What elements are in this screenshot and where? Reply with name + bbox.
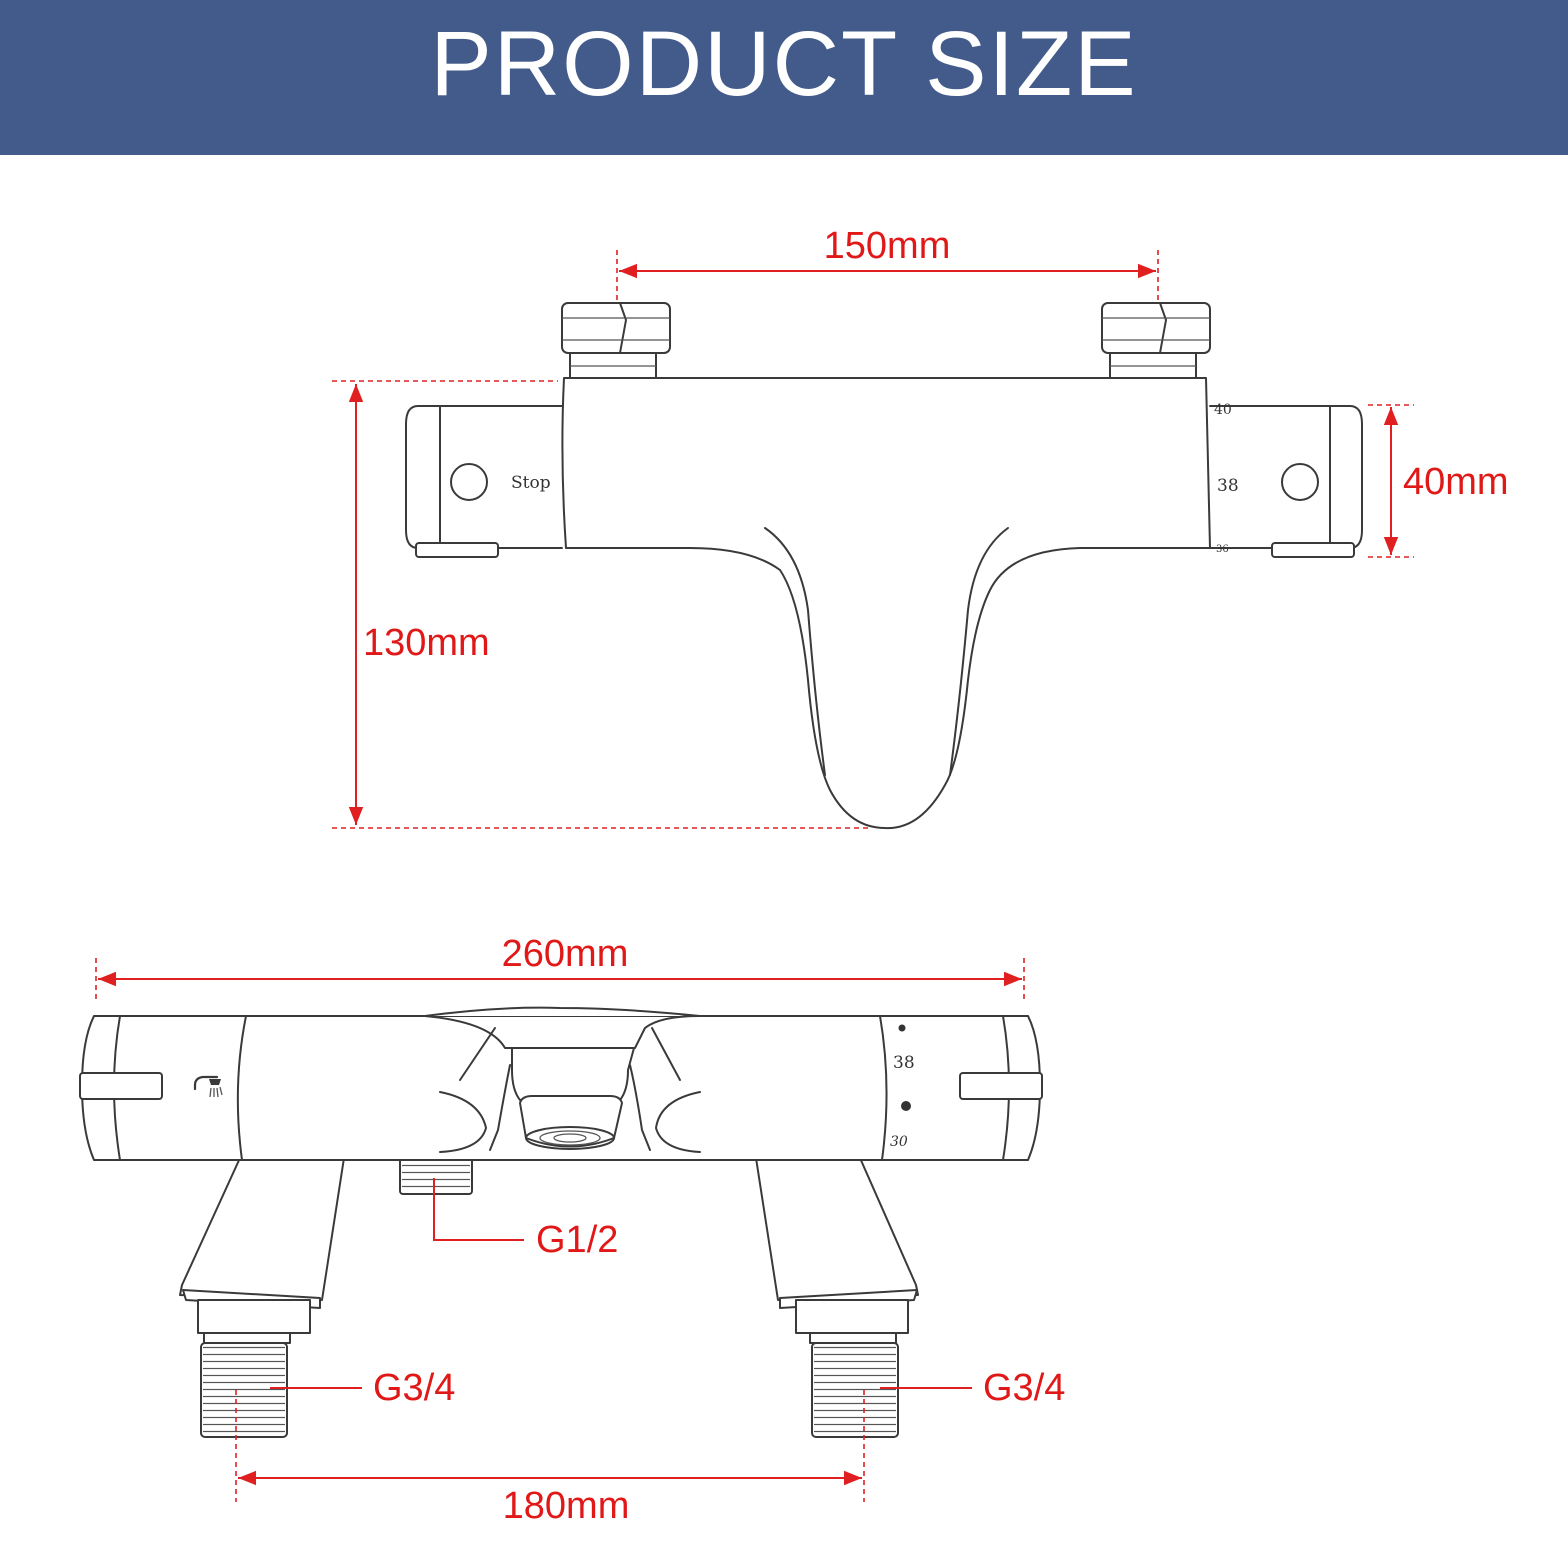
inlet-spacing-bottom-label: 180mm (503, 1485, 630, 1527)
body-diameter-label: 40mm (1403, 461, 1509, 503)
front-dimensions: 150mm 130mm 40mm (332, 225, 1509, 829)
inlet-spacing-top-label: 150mm (824, 225, 951, 267)
stop-label: Stop (511, 473, 551, 493)
front-scale-mid: 38 (1217, 476, 1239, 496)
bottom-right-lever (959, 1072, 1043, 1100)
front-left-knob (450, 463, 488, 501)
height-label: 130mm (363, 622, 490, 664)
bottom-right-leg (755, 1157, 919, 1301)
front-left-cap (405, 405, 441, 549)
front-right-cap (1329, 405, 1363, 549)
bottom-scale-top: 38 (893, 1053, 915, 1073)
bottom-view: 38 30 (79, 1006, 1043, 1438)
front-left-lever (415, 542, 499, 558)
front-right-lever (1271, 542, 1355, 558)
shower-head-icon (193, 1075, 223, 1098)
outlet-thread-label: G1/2 (536, 1219, 618, 1261)
front-left-inlet-nut (561, 302, 671, 379)
bottom-dimensions: 260mm 180mm G1/2 G3/4 G3/4 (95, 933, 1065, 1527)
inlet-thread-right-label: G3/4 (983, 1367, 1065, 1409)
front-view: Stop 40 38 36 (405, 302, 1363, 830)
front-center-housing (561, 377, 1211, 830)
header-banner: PRODUCT SIZE (0, 0, 1568, 155)
bottom-left-lever (79, 1072, 163, 1100)
bottom-left-leg (179, 1157, 345, 1301)
front-scale-bottom: 36 (1216, 544, 1229, 555)
front-scale-top: 40 (1214, 402, 1232, 418)
bottom-scale-bottom: 30 (890, 1134, 908, 1150)
front-right-knob (1281, 463, 1319, 501)
total-width-label: 260mm (502, 933, 629, 975)
front-right-inlet-nut (1101, 302, 1211, 379)
inlet-thread-left-label: G3/4 (373, 1367, 455, 1409)
bottom-center-nozzle (519, 1095, 623, 1148)
page-title: PRODUCT SIZE (430, 13, 1138, 115)
